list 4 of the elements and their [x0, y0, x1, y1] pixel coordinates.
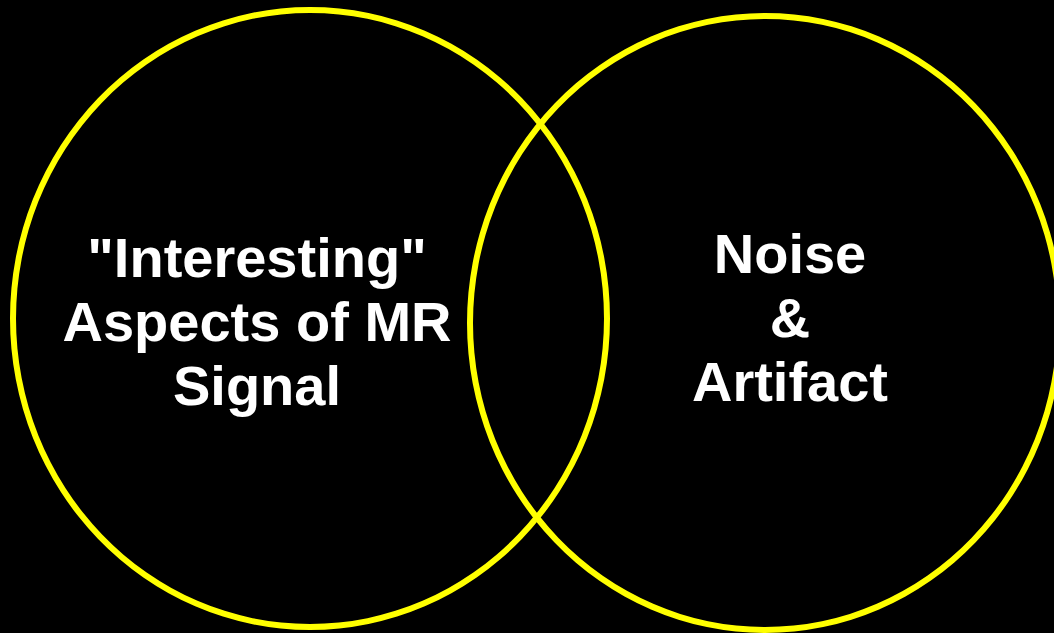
circle-label: "Interesting" Aspects of MR Signal: [61, 226, 453, 418]
circle-label: Noise & Artifact: [691, 222, 889, 414]
venn-circle: [467, 13, 1054, 633]
venn-circle: [10, 7, 610, 630]
